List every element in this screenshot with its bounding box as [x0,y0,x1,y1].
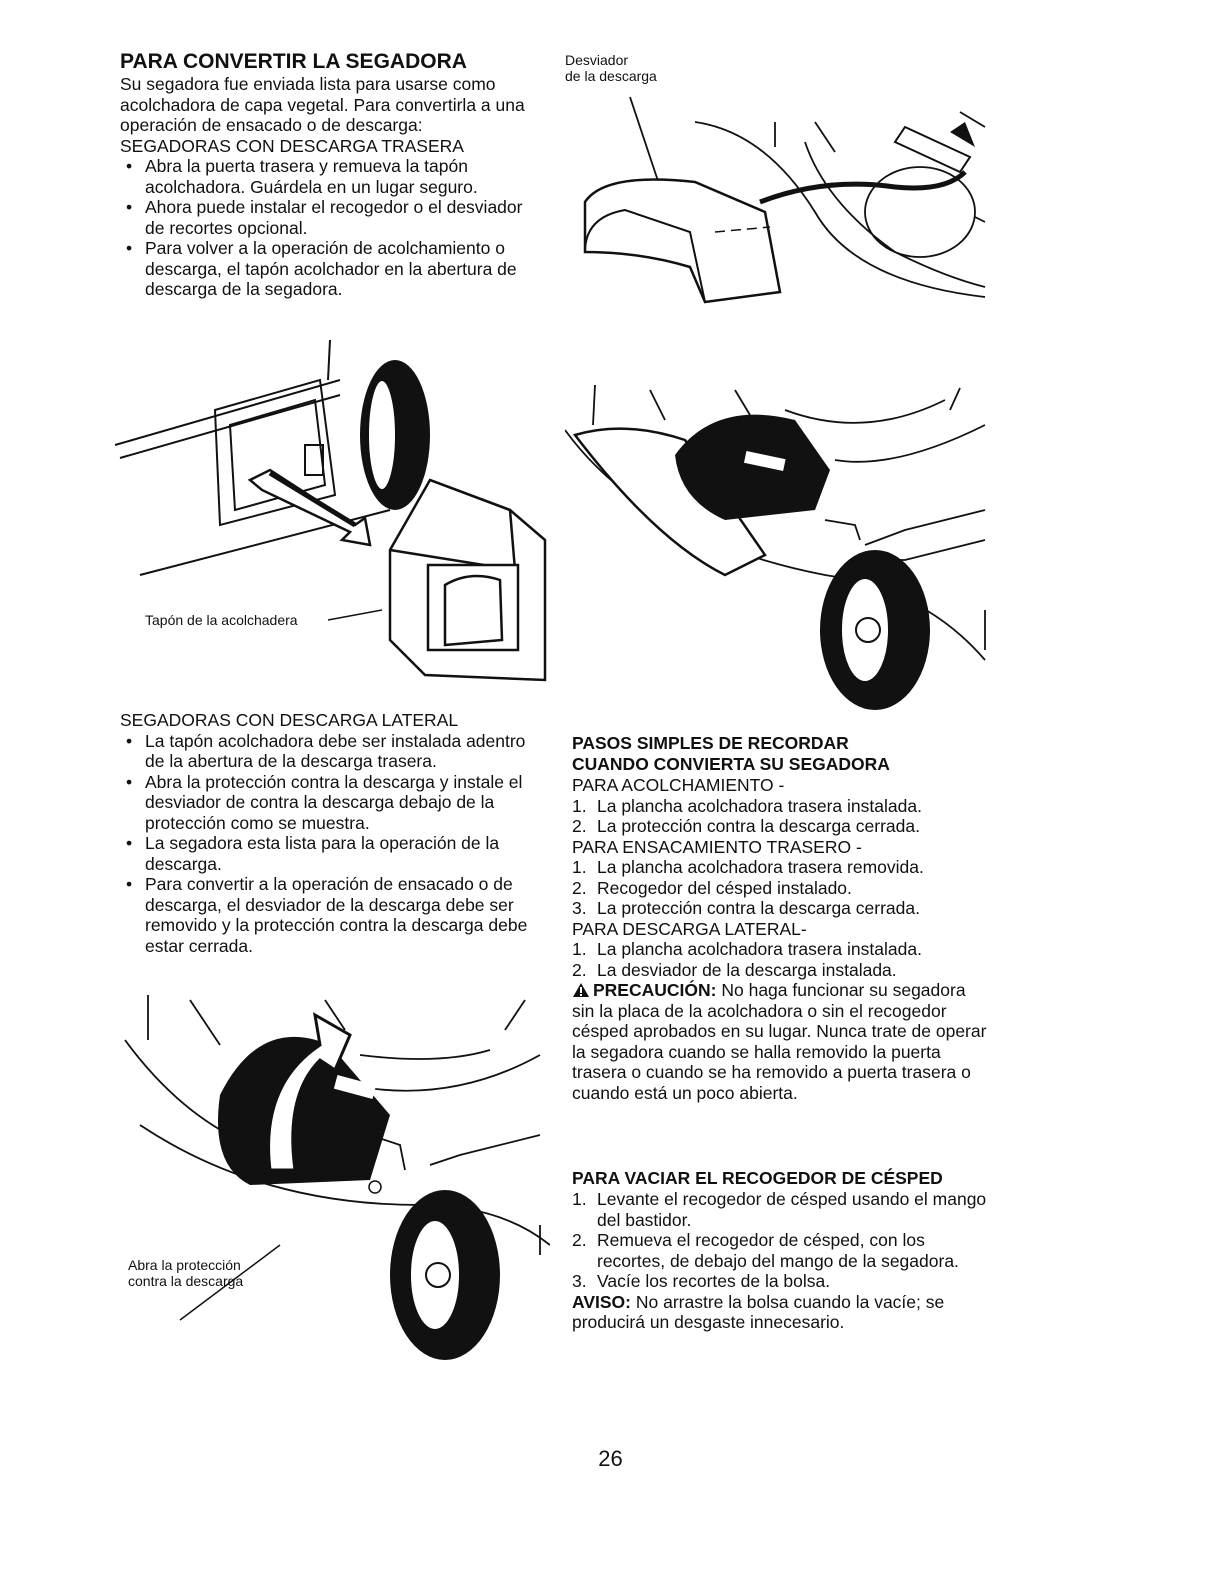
list-item: 2.Recogedor del césped instalado. [572,877,852,898]
list-item: 1.La plancha acolchadora trasera instala… [572,795,922,816]
warning-triangle-icon [573,983,589,997]
caution-label: PRECAUCIÓN: [593,980,717,1000]
section-title: PARA CONVERTIR LA SEGADORA [120,50,467,73]
caption-line: contra la descarga [128,1273,244,1289]
mulch-heading: PARA ACOLCHAMIENTO - [572,775,785,795]
installed-deflector-figure [565,380,995,710]
side-discharge-list: La tapón acolchadora debe ser instalada … [120,731,545,957]
list-item: 1.Levante el recogedor de césped usando … [572,1189,987,1230]
rear-discharge-list: Abra la puerta trasera y remueva la tapó… [120,156,545,300]
list-item: Para convertir a la operación de ensacad… [120,874,545,956]
list-item: 1.La plancha acolchadora trasera instala… [572,939,922,959]
deflector-illustration [583,96,986,304]
side-discharge-heading: SEGADORAS CON DESCARGA LATERAL [120,710,459,730]
list-item: 2.Remueva el recogedor de césped, con lo… [572,1230,959,1271]
caption-line: Abra la protección [128,1257,241,1273]
side-discharge-steps-heading: PARA DESCARGA LATERAL- [572,918,807,939]
caption-line: de la descarga [565,68,657,84]
mulch-plug-illustration [114,340,547,682]
mulch-steps: 1.La plancha acolchadora trasera instala… [572,796,992,837]
caution-text: No haga funcionar su segadora sin la pla… [572,980,987,1103]
caution-paragraph: PRECAUCIÓN: No haga funcionar su segador… [572,980,992,1103]
list-item: Para volver a la operación de acolchamie… [120,238,545,300]
empty-catcher-steps: 1.Levante el recogedor de césped usando … [572,1189,992,1292]
list-item: 1.La plancha acolchadora trasera removid… [572,857,924,877]
bagging-heading: PARA ENSACAMIENTO TRASERO - [572,836,862,857]
notice-label: AVISO: [572,1291,631,1312]
deflector-caption: Desviador de la descarga [565,52,657,84]
open-guard-illustration [124,995,550,1360]
notice-paragraph: AVISO: No arrastre la bolsa cuando la va… [572,1292,992,1333]
list-item: La segadora esta lista para la operación… [120,833,545,874]
list-item: 2.La desviador de la descarga instalada. [572,959,897,980]
side-discharge-steps: 1.La plancha acolchadora trasera instala… [572,939,992,980]
page-number: 26 [598,1446,623,1471]
rear-discharge-heading: SEGADORAS CON DESCARGA TRASERA [120,135,464,156]
deflector-figure: Desviador de la descarga [565,52,995,322]
mulch-plug-caption: Tapón de la acolchadera [145,612,298,628]
list-item: La tapón acolchadora debe ser instalada … [120,731,545,772]
list-item: Abra la protección contra la descarga y … [120,772,545,834]
list-item: 3.La protección contra la descarga cerra… [572,898,920,918]
notice-text: No arrastre la bolsa cuando la vacíe; se… [572,1291,945,1333]
list-item: 2.La protección contra la descarga cerra… [572,816,920,836]
empty-catcher-title: PARA VACIAR EL RECOGEDOR DE CÉSPED [572,1168,943,1188]
list-item: 3.Vacíe los recortes de la bolsa. [572,1271,831,1291]
mulch-plug-figure: Tapón de la acolchadera [110,340,555,695]
section-convert-mower: PARA CONVERTIR LA SEGADORA Su segadora f… [120,50,545,300]
bagging-steps: 1.La plancha acolchadora trasera removid… [572,857,992,919]
list-item: Ahora puede instalar el recogedor o el d… [120,197,545,238]
intro-paragraph: Su segadora fue enviada lista para usars… [120,74,525,135]
simple-steps-title-line1: PASOS SIMPLES DE RECORDAR [572,733,849,753]
section-simple-steps: PASOS SIMPLES DE RECORDAR CUANDO CONVIER… [572,733,992,1103]
installed-deflector-illustration [565,384,986,710]
list-item: Abra la puerta trasera y remueva la tapó… [120,156,545,197]
section-side-discharge: SEGADORAS CON DESCARGA LATERAL La tapón … [120,710,545,956]
open-guard-figure: Abra la protección contra la descarga [120,975,550,1365]
section-empty-catcher: PARA VACIAR EL RECOGEDOR DE CÉSPED 1.Lev… [572,1168,992,1333]
caption-line: Desviador [565,52,629,68]
open-guard-caption: Abra la protección contra la descarga [128,1257,243,1289]
simple-steps-title-line2: CUANDO CONVIERTA SU SEGADORA [572,754,890,774]
